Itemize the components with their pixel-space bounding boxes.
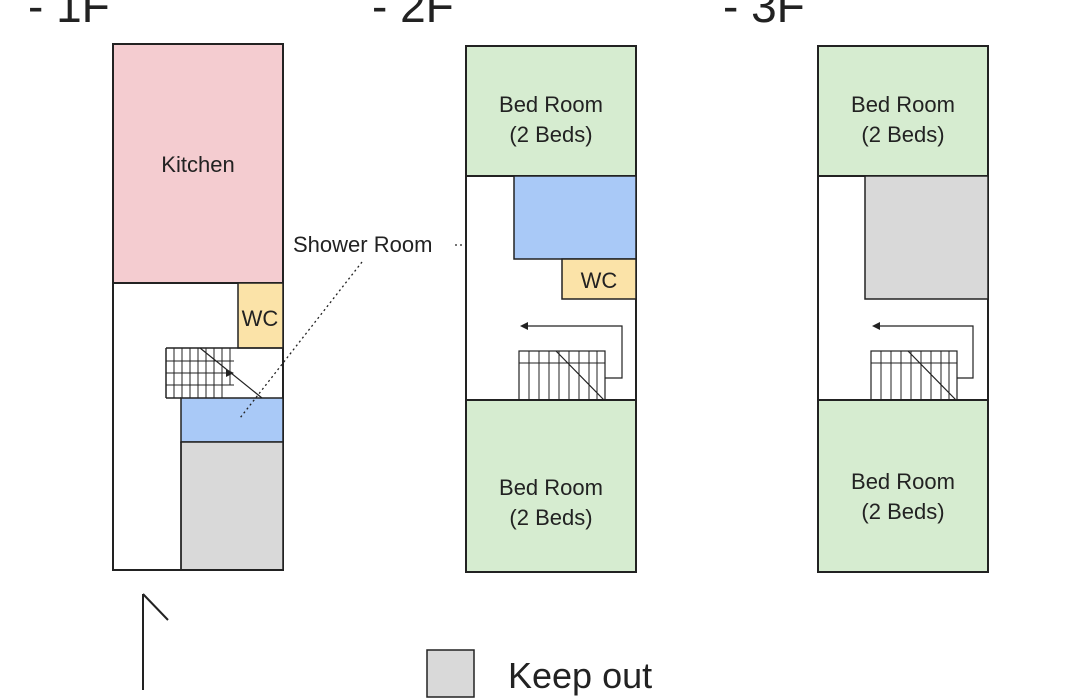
keep-out-area-1f bbox=[180, 441, 284, 571]
bedroom-3f-top-sublabel: (2 Beds) bbox=[861, 122, 944, 147]
floor-3f: Bed Room (2 Beds) Bed Room (2 Beds) bbox=[817, 45, 989, 573]
shower-room-2f bbox=[513, 175, 637, 260]
floor-title-3f: - 3F bbox=[723, 0, 805, 32]
legend-keep-out-swatch bbox=[426, 649, 475, 698]
kitchen-room bbox=[112, 43, 284, 284]
bedroom-2f-top-label: Bed Room bbox=[499, 92, 603, 117]
bedroom-3f-top bbox=[817, 45, 989, 177]
stairs-3f bbox=[870, 322, 974, 401]
bedroom-3f-bottom-sublabel: (2 Beds) bbox=[861, 499, 944, 524]
shower-callout-line-1f bbox=[239, 261, 363, 419]
entrance-door-icon bbox=[142, 593, 169, 690]
wc-room-2f bbox=[561, 258, 637, 300]
stairs-1f bbox=[165, 347, 283, 399]
floor-1f: Kitchen WC bbox=[112, 43, 284, 571]
bedroom-3f-bottom bbox=[817, 399, 989, 573]
floor-2f: Bed Room (2 Beds) WC Bed Room (2 Beds) bbox=[465, 45, 637, 573]
bedroom-2f-top-sublabel: (2 Beds) bbox=[509, 122, 592, 147]
bedroom-3f-top-label: Bed Room bbox=[851, 92, 955, 117]
legend: Keep out bbox=[426, 649, 652, 698]
bedroom-3f-bottom-label: Bed Room bbox=[851, 469, 955, 494]
bedroom-2f-top bbox=[465, 45, 637, 177]
legend-keep-out-label: Keep out bbox=[508, 655, 652, 696]
keep-out-area-3f bbox=[864, 175, 989, 300]
wc-label-2f: WC bbox=[581, 268, 618, 293]
wc-label-1f: WC bbox=[242, 306, 279, 331]
shower-room-1f bbox=[180, 397, 284, 443]
bedroom-2f-bottom-label: Bed Room bbox=[499, 475, 603, 500]
shower-room-label: Shower Room bbox=[293, 232, 432, 257]
bedroom-2f-bottom bbox=[465, 399, 637, 573]
floor-title-2f: - 2F bbox=[372, 0, 454, 32]
kitchen-label: Kitchen bbox=[161, 152, 234, 177]
bedroom-2f-bottom-sublabel: (2 Beds) bbox=[509, 505, 592, 530]
floor-title-1f: - 1F bbox=[28, 0, 110, 32]
